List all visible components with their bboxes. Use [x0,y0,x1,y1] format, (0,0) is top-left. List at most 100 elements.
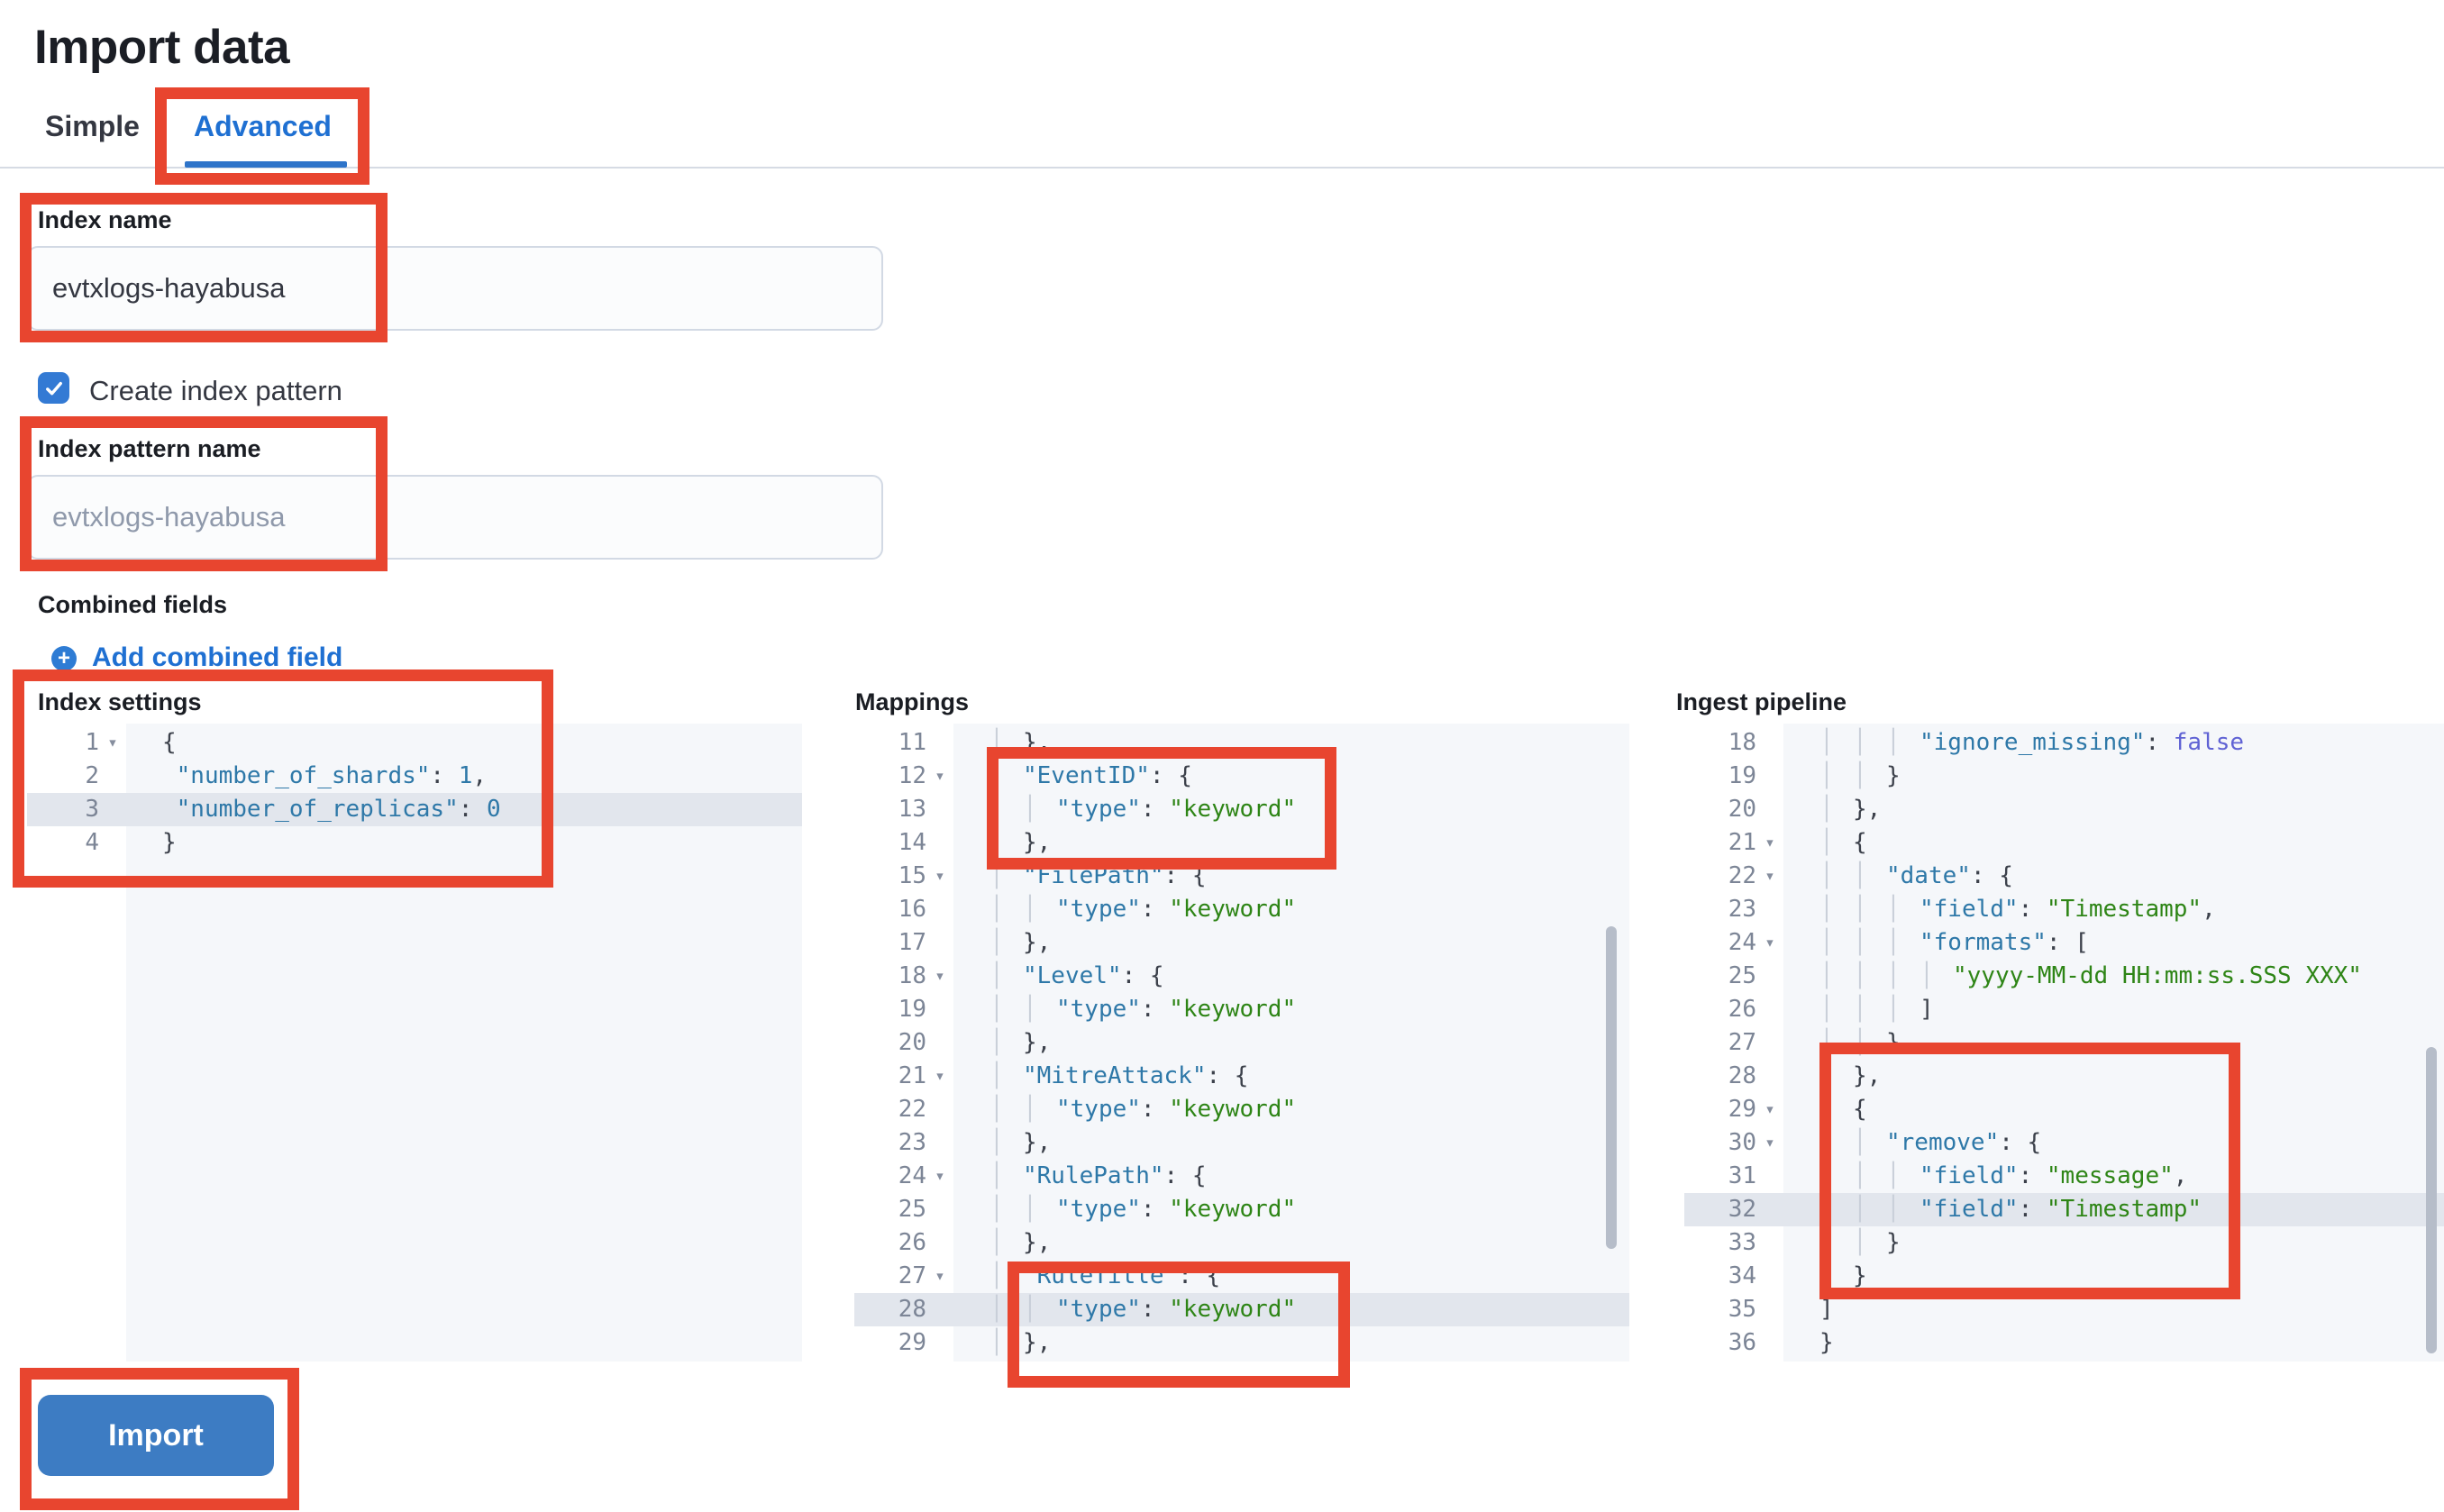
code-line-23[interactable]: 23│}, [854,1126,1629,1160]
line-number[interactable]: 24▾ [1684,926,1783,960]
line-number[interactable]: 33 [1684,1226,1783,1260]
line-number[interactable]: 4 [27,826,126,860]
line-number[interactable]: 19 [1684,760,1783,793]
code-line-27[interactable]: 27▾│"RuleTitle": { [854,1260,1629,1293]
line-number[interactable]: 23 [1684,893,1783,926]
code-line-34[interactable]: 34│} [1684,1260,2444,1293]
tab-simple[interactable]: Simple [45,110,140,142]
fold-arrow-icon[interactable]: ▾ [1765,933,1775,952]
line-number[interactable]: 29▾ [1684,1093,1783,1126]
fold-arrow-icon[interactable]: ▾ [1765,833,1775,852]
index-name-input[interactable] [27,246,883,331]
line-number[interactable]: 17 [854,926,953,960]
line-number[interactable]: 20 [1684,793,1783,826]
line-number[interactable]: 29 [854,1326,953,1360]
fold-arrow-icon[interactable]: ▾ [1765,1099,1775,1119]
tab-advanced[interactable]: Advanced [194,110,332,142]
code-line-22[interactable]: 22││"type": "keyword" [854,1093,1629,1126]
code-line-20[interactable]: 20│}, [1684,793,2444,826]
code-line-13[interactable]: 13││"type": "keyword" [854,793,1629,826]
ingest-pipeline-scrollbar[interactable] [2426,1047,2437,1353]
code-line-23[interactable]: 23│││"field": "Timestamp", [1684,893,2444,926]
code-line-19[interactable]: 19││} [1684,760,2444,793]
line-number[interactable]: 15▾ [854,860,953,893]
code-line-18[interactable]: 18│││"ignore_missing": false [1684,726,2444,760]
line-number[interactable]: 3 [27,793,126,826]
code-line-29[interactable]: 29▾│{ [1684,1093,2444,1126]
code-line-26[interactable]: 26│}, [854,1226,1629,1260]
code-line-25[interactable]: 25││"type": "keyword" [854,1193,1629,1226]
add-combined-field-link[interactable]: Add combined field [92,642,343,672]
code-line-21[interactable]: 21▾│"MitreAttack": { [854,1060,1629,1093]
line-number[interactable]: 27▾ [854,1260,953,1293]
fold-arrow-icon[interactable]: ▾ [935,966,945,986]
code-line-1[interactable]: 1▾{ [27,726,802,760]
line-number[interactable]: 28 [1684,1060,1783,1093]
code-line-25[interactable]: 25││││"yyyy-MM-dd HH:mm:ss.SSS XXX" [1684,960,2444,993]
create-index-pattern-checkbox[interactable] [38,372,69,404]
code-line-18[interactable]: 18▾│"Level": { [854,960,1629,993]
line-number[interactable]: 25 [1684,960,1783,993]
code-line-17[interactable]: 17│}, [854,926,1629,960]
code-line-27[interactable]: 27││} [1684,1026,2444,1060]
code-line-24[interactable]: 24▾│││"formats": [ [1684,926,2444,960]
fold-arrow-icon[interactable]: ▾ [107,733,118,752]
line-number[interactable]: 16 [854,893,953,926]
fold-arrow-icon[interactable]: ▾ [935,1066,945,1086]
line-number[interactable]: 21▾ [854,1060,953,1093]
line-number[interactable]: 24▾ [854,1160,953,1193]
line-number[interactable]: 26 [854,1226,953,1260]
code-line-24[interactable]: 24▾│"RulePath": { [854,1160,1629,1193]
code-line-15[interactable]: 15▾│"FilePath": { [854,860,1629,893]
code-line-3[interactable]: 3 "number_of_replicas": 0 [27,793,802,826]
line-number[interactable]: 11 [854,726,953,760]
code-line-22[interactable]: 22▾││"date": { [1684,860,2444,893]
line-number[interactable]: 23 [854,1126,953,1160]
line-number[interactable]: 2 [27,760,126,793]
plus-in-circle-icon[interactable]: + [51,646,77,671]
line-number[interactable]: 1▾ [27,726,126,760]
fold-arrow-icon[interactable]: ▾ [935,1166,945,1186]
code-line-29[interactable]: 29│}, [854,1326,1629,1360]
fold-arrow-icon[interactable]: ▾ [935,1266,945,1286]
import-button[interactable]: Import [38,1395,274,1476]
code-line-14[interactable]: 14│}, [854,826,1629,860]
fold-arrow-icon[interactable]: ▾ [1765,866,1775,886]
line-number[interactable]: 30▾ [1684,1126,1783,1160]
line-number[interactable]: 25 [854,1193,953,1226]
line-number[interactable]: 36 [1684,1326,1783,1360]
index-pattern-name-input[interactable] [27,475,883,560]
line-number[interactable]: 28 [854,1293,953,1326]
code-line-32[interactable]: 32│││"field": "Timestamp" [1684,1193,2444,1226]
line-number[interactable]: 21▾ [1684,826,1783,860]
code-line-20[interactable]: 20│}, [854,1026,1629,1060]
line-number[interactable]: 12▾ [854,760,953,793]
line-number[interactable]: 18 [1684,726,1783,760]
code-line-28[interactable]: 28││"type": "keyword" [854,1293,1629,1326]
code-line-19[interactable]: 19││"type": "keyword" [854,993,1629,1026]
line-number[interactable]: 14 [854,826,953,860]
line-number[interactable]: 22 [854,1093,953,1126]
code-line-36[interactable]: 36} [1684,1326,2444,1360]
code-line-28[interactable]: 28│}, [1684,1060,2444,1093]
line-number[interactable]: 32 [1684,1193,1783,1226]
line-number[interactable]: 26 [1684,993,1783,1026]
line-number[interactable]: 22▾ [1684,860,1783,893]
code-line-31[interactable]: 31│││"field": "message", [1684,1160,2444,1193]
code-line-16[interactable]: 16││"type": "keyword" [854,893,1629,926]
line-number[interactable]: 19 [854,993,953,1026]
line-number[interactable]: 20 [854,1026,953,1060]
line-number[interactable]: 27 [1684,1026,1783,1060]
code-line-2[interactable]: 2 "number_of_shards": 1, [27,760,802,793]
code-line-35[interactable]: 35] [1684,1293,2444,1326]
line-number[interactable]: 35 [1684,1293,1783,1326]
mappings-scrollbar[interactable] [1606,926,1617,1249]
code-line-12[interactable]: 12▾│"EventID": { [854,760,1629,793]
line-number[interactable]: 13 [854,793,953,826]
code-line-11[interactable]: 11│}, [854,726,1629,760]
code-line-33[interactable]: 33││} [1684,1226,2444,1260]
code-line-26[interactable]: 26│││] [1684,993,2444,1026]
line-number[interactable]: 34 [1684,1260,1783,1293]
code-line-30[interactable]: 30▾││"remove": { [1684,1126,2444,1160]
